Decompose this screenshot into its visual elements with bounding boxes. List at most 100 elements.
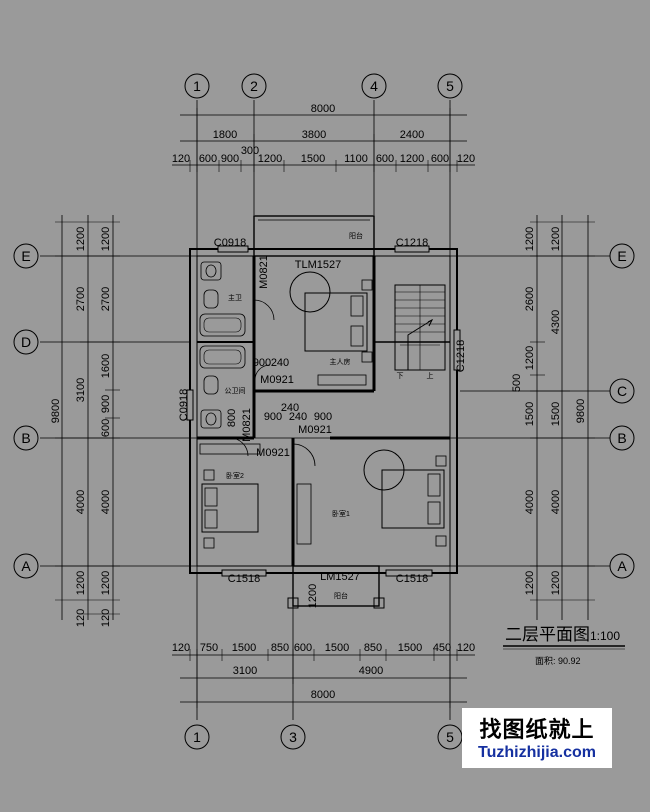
dim-bot-r1-8: 450: [433, 642, 451, 654]
door-m0821-b: M0821: [241, 408, 253, 442]
drawing-scale: 1:100: [590, 629, 620, 643]
stair-down-label: 下: [397, 372, 404, 380]
grid-label-top-2: 2: [250, 78, 258, 94]
door-m0921-b: M0921: [298, 424, 332, 436]
grid-label-right-A: A: [617, 558, 627, 574]
dim-left-o3: 3100: [75, 378, 87, 402]
room-master-bath: 主卫: [228, 293, 242, 302]
dim-top-3800: 3800: [302, 129, 326, 141]
dim-top-total: 8000: [311, 103, 335, 115]
dim-bot-r1-1: 750: [200, 642, 218, 654]
dim-top-r3-9: 600: [431, 153, 449, 165]
grid-bubble-left-B: [13, 425, 39, 451]
grid-bubble-right-A: [609, 553, 635, 579]
area-label: 面积: 90.92: [535, 655, 581, 666]
room-bedroom-2: 卧室2: [226, 471, 244, 480]
dim-top-1800: 1800: [213, 129, 237, 141]
bottom-balcony: [292, 565, 380, 607]
dim-left-o4: 4000: [75, 490, 87, 514]
dim-left-i1: 1200: [100, 227, 112, 251]
dim-right-o4: 4000: [550, 490, 562, 514]
dim-top-r3-1: 600: [199, 153, 217, 165]
grid-bubble-right-C: [609, 378, 635, 404]
dim-right-i6: 4000: [524, 490, 536, 514]
door-lm1527: LM1527: [320, 571, 360, 583]
grid-bubble-top-5: [437, 73, 463, 99]
dim-left-i4: 900: [100, 395, 112, 413]
dim-bot-r1-0: 120: [172, 642, 190, 654]
watermark-line2: Tuzhizhijia.com: [478, 744, 596, 761]
top-balcony: [253, 215, 375, 257]
dim-label-900: 900: [253, 357, 271, 369]
dim-left-i5: 600: [100, 419, 112, 437]
dim-bot-3100: 3100: [233, 665, 257, 677]
room-balcony-top: 阳台: [349, 231, 363, 240]
dim-left-total: 9800: [50, 399, 62, 423]
window-c0918-top: C0918: [214, 237, 246, 249]
dim-right-i3: 1200: [524, 346, 536, 370]
dim-bot-r1-6: 850: [364, 642, 382, 654]
dim-bot-r1-4: 600: [294, 642, 312, 654]
room-bedroom-1: 卧室1: [332, 509, 350, 518]
grid-label-left-B: B: [21, 430, 30, 446]
dim-right-i5: 1500: [524, 402, 536, 426]
window-c1218-top: C1218: [396, 237, 428, 249]
dim-right-o1: 1200: [550, 227, 562, 251]
grid-bubble-bottom-3: [280, 724, 306, 750]
dim-right-o5: 1200: [550, 571, 562, 595]
dim-right-i1: 1200: [524, 227, 536, 251]
dim-bot-4900: 4900: [359, 665, 383, 677]
dim-label-240: 240: [271, 357, 289, 369]
dim-top-r3-2: 900: [221, 153, 239, 165]
dim-bot-r1-7: 1500: [398, 642, 422, 654]
grid-label-bottom-3: 3: [289, 729, 297, 745]
door-tlm1527: TLM1527: [295, 259, 341, 271]
dim-right-o3: 1500: [550, 402, 562, 426]
room-balcony-bottom: 阳台: [334, 591, 348, 600]
room-master-bedroom: 主人房: [330, 357, 351, 366]
grid-bubble-left-D: [13, 329, 39, 355]
window-c1518-left: C1518: [228, 573, 260, 585]
grid-bubble-bottom-1: [184, 724, 210, 750]
dim-top-r3-7: 600: [376, 153, 394, 165]
title-block: 二层平面图 1:100 面积: 90.92: [503, 625, 625, 666]
grid-label-bottom-5: 5: [446, 729, 454, 745]
dim-label-240c: 240: [289, 411, 307, 423]
dim-bot-total: 8000: [311, 689, 335, 701]
door-m0921-c: M0921: [256, 447, 290, 459]
stair-up-label: 上: [427, 371, 434, 380]
grid-label-bottom-1: 1: [193, 729, 201, 745]
grid-label-left-A: A: [21, 558, 31, 574]
dim-right-i4: 500: [511, 374, 523, 392]
grid-label-right-C: C: [617, 383, 627, 399]
dim-label-900b: 900: [264, 411, 282, 423]
dim-label-240b: 240: [281, 402, 299, 414]
room-public-bath: 公卫间: [225, 387, 246, 395]
drawing-title: 二层平面图: [505, 625, 590, 644]
watermark-line1: 找图纸就上: [479, 718, 595, 743]
dim-top-r3-10: 120: [457, 153, 475, 165]
dim-top-r3-4: 1200: [258, 153, 282, 165]
dim-left-i7: 1200: [100, 571, 112, 595]
dim-left-i3: 1600: [100, 354, 112, 378]
dim-left-o2: 2700: [75, 287, 87, 311]
dim-top-r3-3: 300: [241, 145, 259, 157]
building-walls: [186, 215, 461, 609]
door-m0821: M0821: [258, 255, 270, 289]
grid-bubble-top-4: [361, 73, 387, 99]
dim-left-o1: 1200: [75, 227, 87, 251]
door-m0921-a: M0921: [260, 374, 294, 386]
window-c1518-right: C1518: [396, 573, 428, 585]
grid-label-left-E: E: [21, 248, 30, 264]
dim-label-800: 800: [226, 409, 238, 427]
grid-bubble-right-B: [609, 425, 635, 451]
dim-left-i6: 4000: [100, 490, 112, 514]
watermark: 找图纸就上 Tuzhizhijia.com: [462, 708, 612, 768]
grid-label-right-B: B: [617, 430, 626, 446]
dim-top-r3-5: 1500: [301, 153, 325, 165]
dim-left-i2: 2700: [100, 287, 112, 311]
grid-bubble-top-1: [184, 73, 210, 99]
dim-label-900c: 900: [314, 411, 332, 423]
